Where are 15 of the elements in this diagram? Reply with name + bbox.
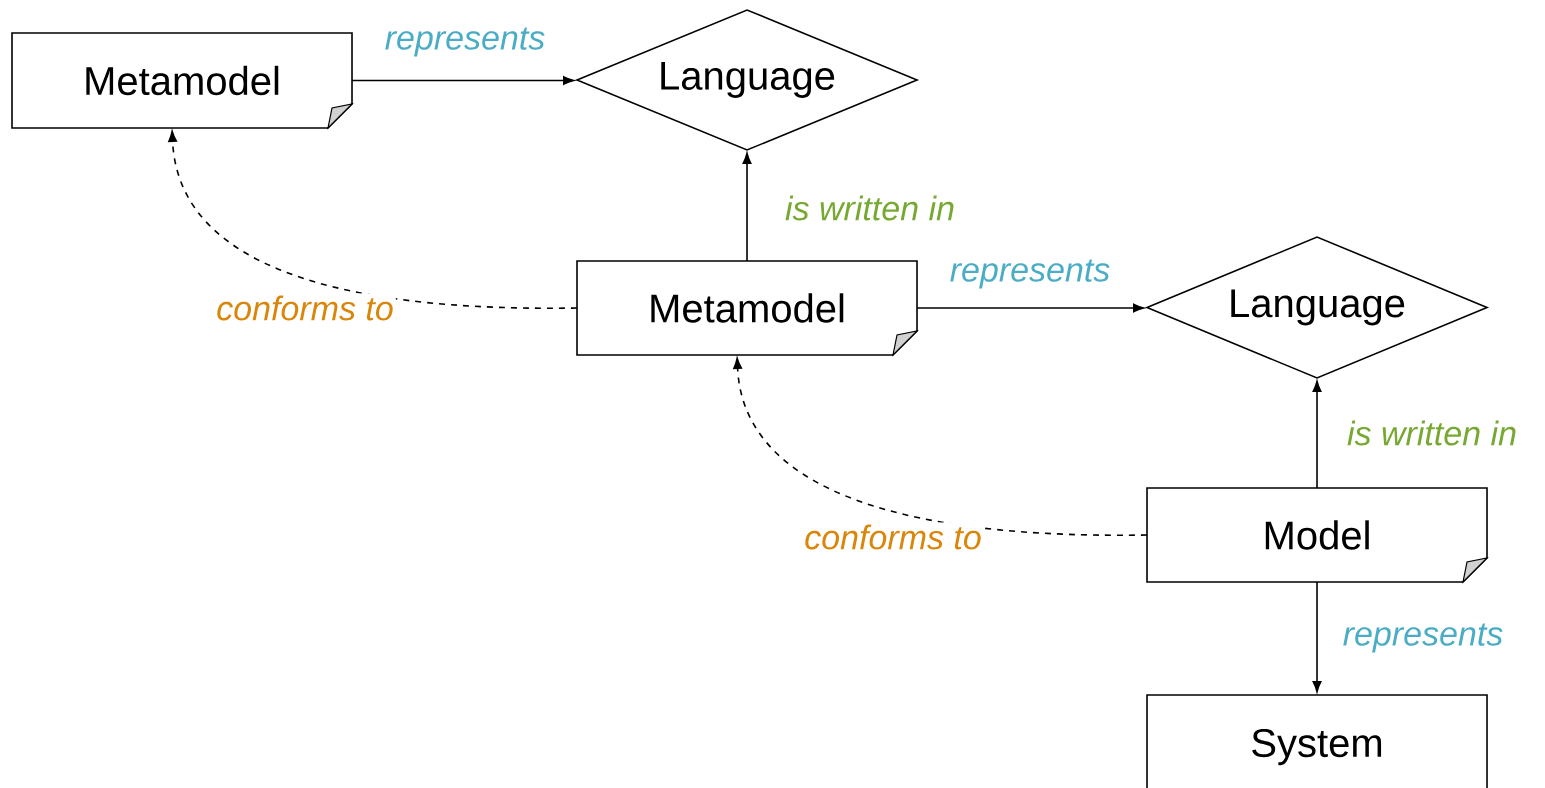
edge-label: is written in bbox=[1345, 418, 1520, 448]
arrow bbox=[1312, 380, 1322, 489]
edge-label: represents bbox=[947, 257, 1113, 291]
arrow bbox=[742, 152, 752, 262]
edge-label: represents bbox=[1340, 621, 1506, 655]
arrow bbox=[916, 303, 1145, 313]
arrow bbox=[733, 357, 1148, 536]
edge-label: is written in bbox=[783, 193, 958, 223]
arrow bbox=[168, 130, 578, 309]
edge-label: represents bbox=[382, 25, 548, 59]
process-box: System bbox=[1146, 694, 1488, 788]
edge-label: conforms to bbox=[802, 522, 984, 552]
arrow bbox=[351, 76, 575, 85]
arrow bbox=[1312, 581, 1322, 693]
edge-label: conforms to bbox=[214, 293, 396, 323]
